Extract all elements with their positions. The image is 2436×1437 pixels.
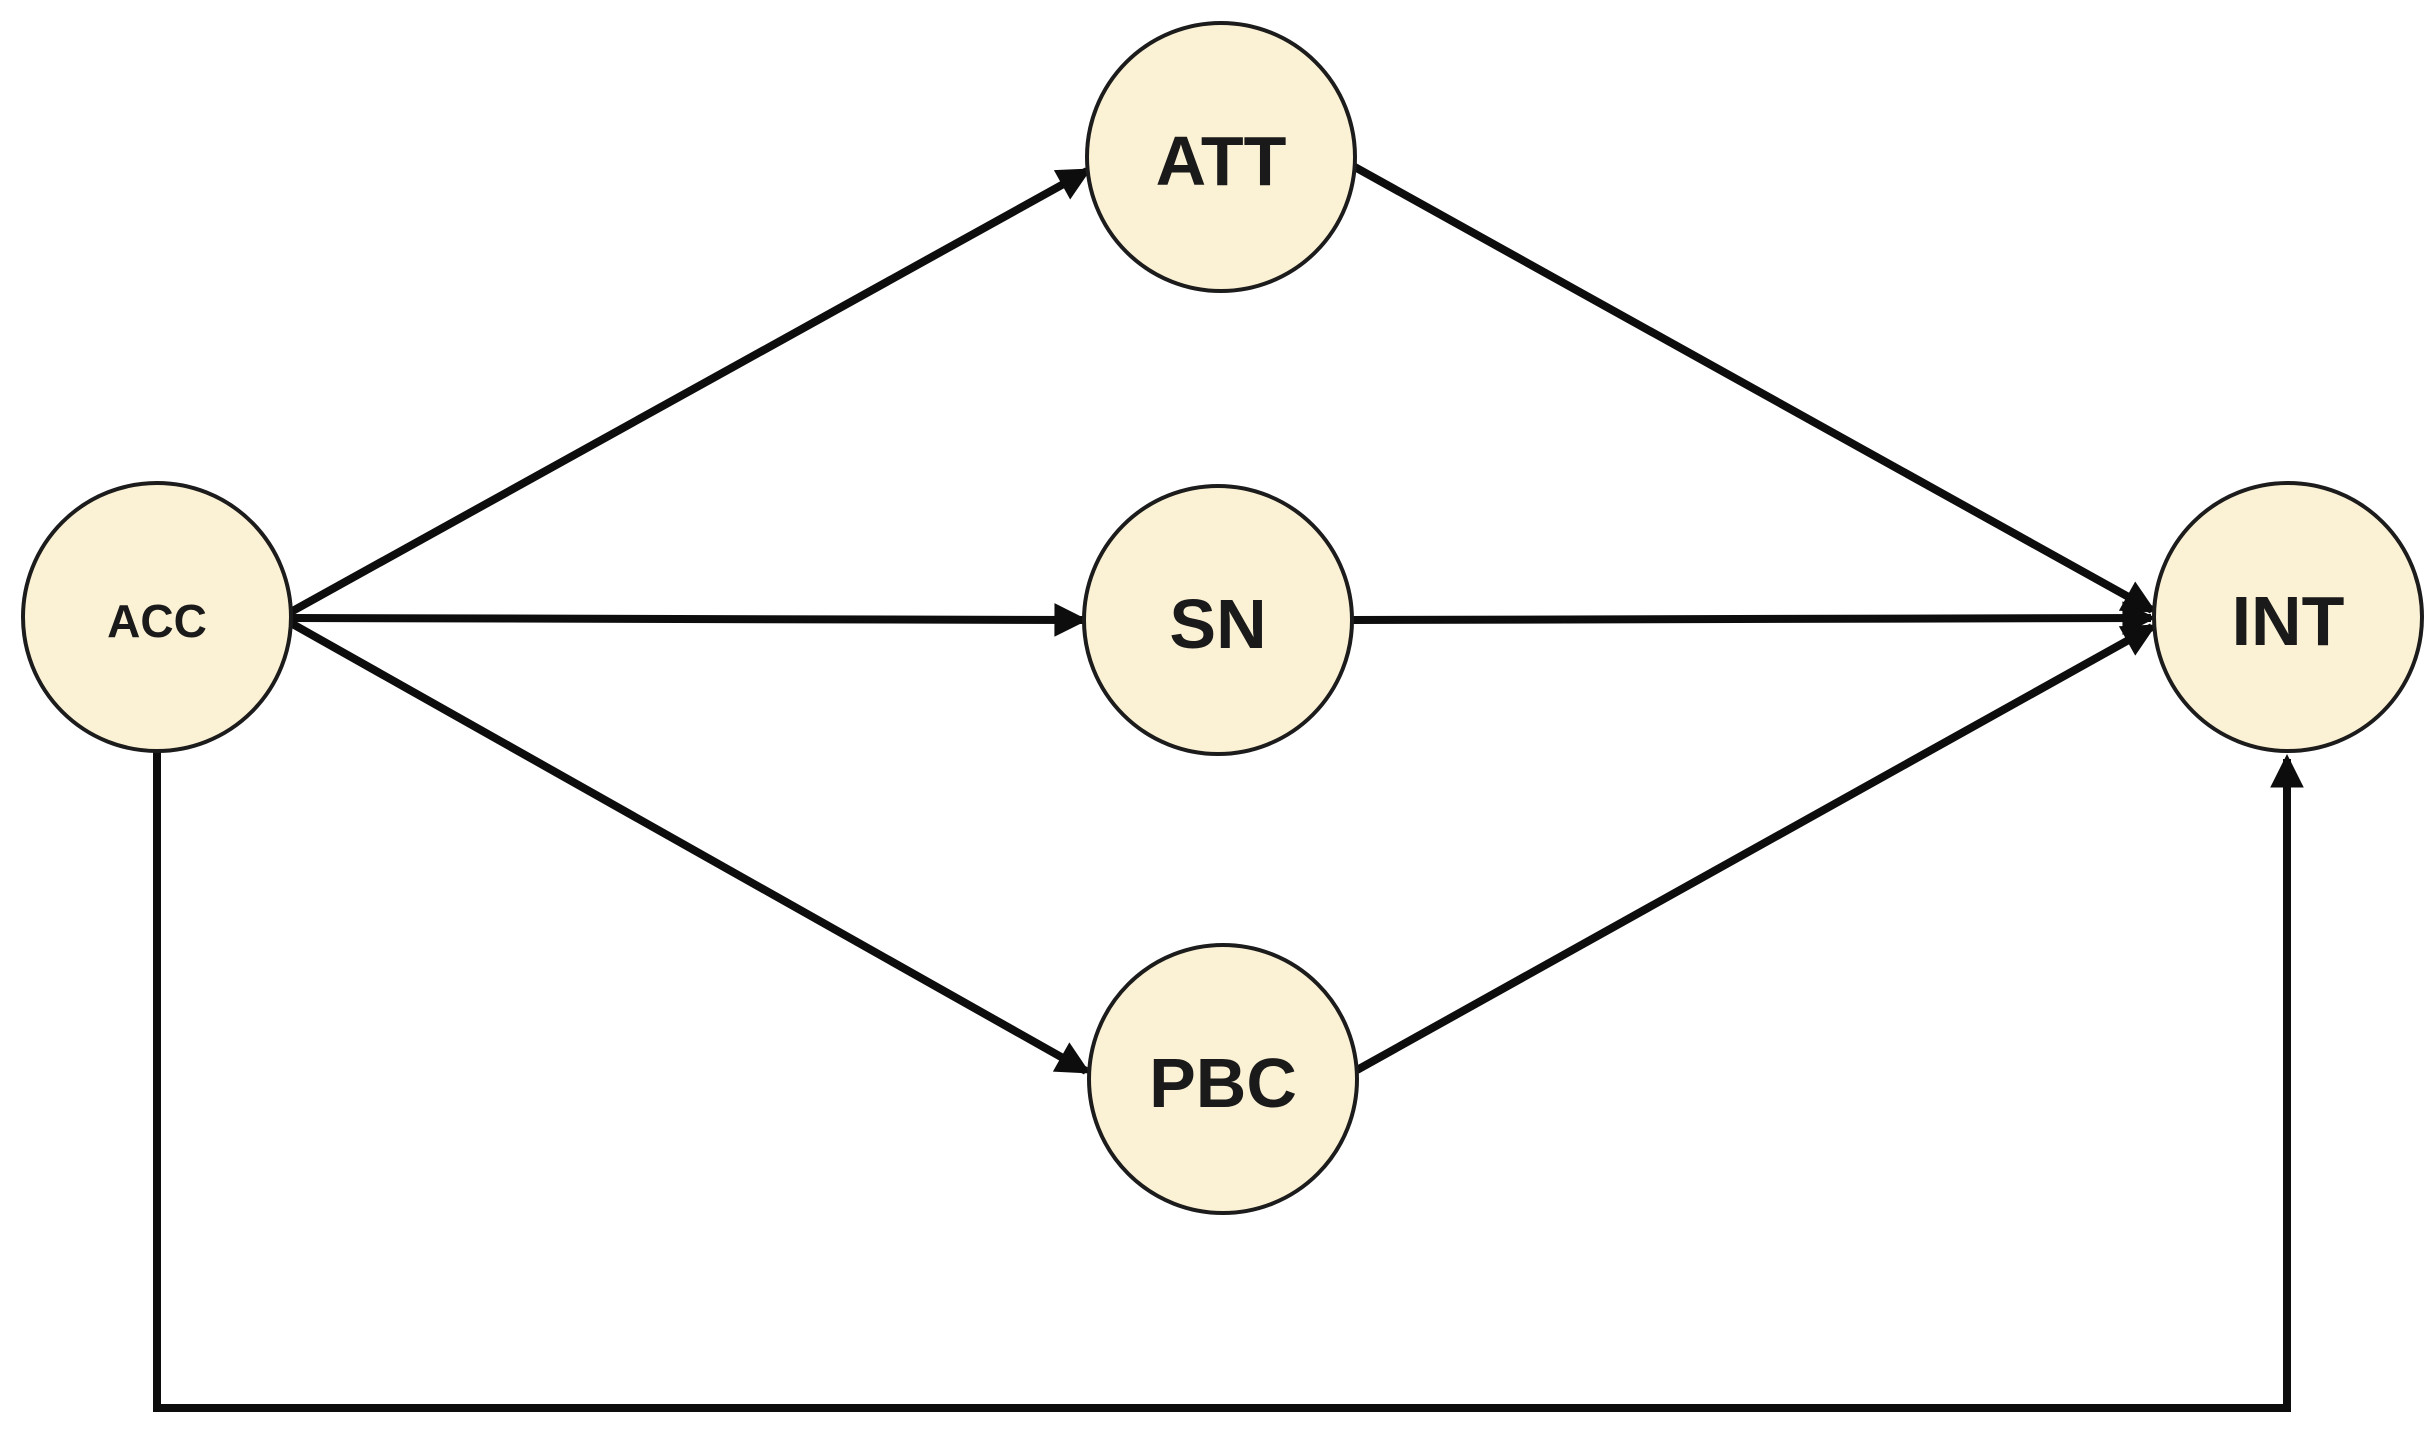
node-sn-label: SN [1169, 585, 1266, 663]
node-att-label: ATT [1156, 122, 1287, 200]
node-int: INT [2152, 481, 2424, 753]
node-acc: ACC [21, 481, 293, 753]
node-att: ATT [1085, 21, 1357, 293]
node-sn-circle [1082, 484, 1354, 756]
node-int-label: INT [2232, 582, 2345, 660]
node-int-circle [2152, 481, 2424, 753]
node-pbc: PBC [1087, 943, 1359, 1215]
node-att-circle [1085, 21, 1357, 293]
edge-acc-pbc [287, 618, 1091, 1075]
node-acc-label: ACC [107, 595, 207, 647]
edge-acc-att [287, 167, 1092, 617]
node-sn: SN [1082, 484, 1354, 756]
edge-pbc-int [1355, 623, 2157, 1074]
edge-acc-sn [290, 603, 1089, 637]
edge-att-int [1351, 162, 2157, 614]
node-pbc-label: PBC [1149, 1044, 1297, 1122]
node-pbc-circle [1087, 943, 1359, 1215]
edge-sn-int [1351, 601, 2157, 635]
edge-acc-int-bottom [153, 749, 2304, 1412]
node-acc-circle [21, 481, 293, 753]
